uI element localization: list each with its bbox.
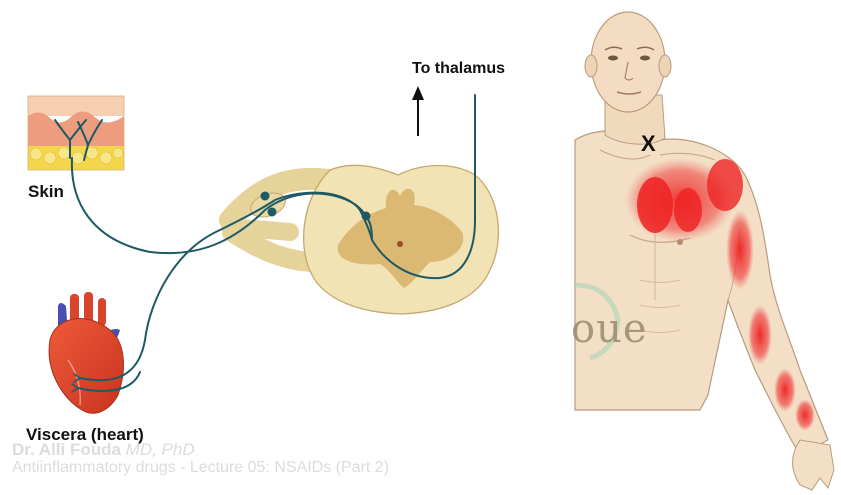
body-figure <box>575 12 834 490</box>
watermark-author: Dr. Alli Fouda MD, PhD <box>12 440 195 460</box>
heart <box>49 292 123 413</box>
watermark-author-name: Dr. Alli Fouda <box>12 440 121 459</box>
watermark-logo-text: oue <box>571 306 648 352</box>
skin-label: Skin <box>28 182 64 202</box>
to-thalamus-label: To thalamus <box>412 60 505 78</box>
spinal-cord <box>230 165 498 314</box>
pain-marker-x: X <box>641 131 656 157</box>
hand <box>793 440 835 490</box>
to-thalamus-arrow <box>412 86 424 136</box>
watermark-author-credentials: MD, PhD <box>126 440 195 459</box>
watermark-lecture: Antiinflammatory drugs - Lecture 05: NSA… <box>12 459 389 477</box>
